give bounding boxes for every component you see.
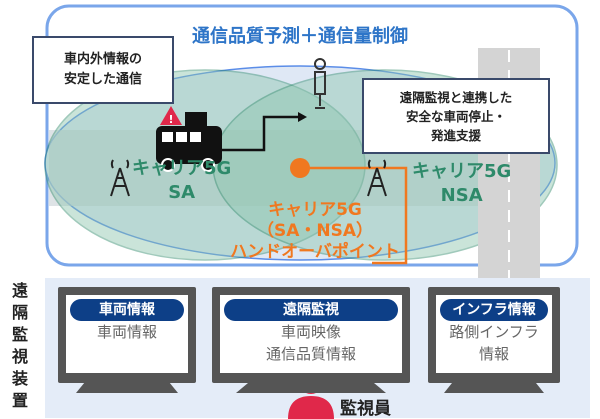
bus-icon: [156, 112, 222, 172]
arrow-head-icon: [298, 112, 307, 122]
carrier-sa-label: キャリア5G SA: [132, 157, 231, 205]
carrier-nsa-label: キャリア5G NSA: [412, 160, 511, 208]
warning-icon: !: [160, 106, 182, 126]
monitor-header: 車両情報: [70, 299, 184, 321]
handover-label: キャリア5G （SA・NSA） ハンドオーバポイント: [220, 200, 410, 263]
callout-line: 車内外情報の: [63, 52, 142, 67]
monitor-line: 路側インフラ: [449, 323, 539, 341]
antenna-tower-icon: [367, 159, 387, 197]
monitor-header: インフラ情報: [440, 299, 548, 321]
monitor-line: 車両映像: [280, 323, 341, 341]
carrier-type: NSA: [440, 185, 483, 206]
monitor-header: 遠隔監視: [224, 299, 398, 321]
device-label: 遠隔監視装置: [11, 281, 28, 410]
carrier-name: キャリア5G: [412, 161, 512, 182]
callout-line: 安定した通信: [63, 72, 142, 87]
monitor-infra-info: インフラ情報 路側インフラ 情報: [428, 287, 560, 383]
handover-types: （SA・NSA）: [256, 221, 374, 241]
monitor-remote: 遠隔監視 車両映像 通信品質情報: [212, 287, 410, 383]
handover-text: ハンドオーバポイント: [230, 242, 400, 262]
data-arrow: [220, 115, 298, 152]
monitor-line: 情報: [478, 345, 509, 363]
roadside-unit-icon: [314, 58, 326, 109]
antenna-tower-icon: [110, 159, 130, 197]
diagram-title: 通信品質予測＋通信量制御: [192, 26, 408, 47]
carrier-name: キャリア5G: [132, 158, 232, 179]
callout-line: 発進支援: [430, 127, 481, 143]
svg-text:!: !: [168, 113, 173, 126]
carrier-type: SA: [168, 182, 196, 203]
handover-point: [290, 158, 310, 178]
callout-stop-start-support: 遠隔監視と連携した 安全な車両停止・ 発進支援: [362, 78, 550, 154]
monitor-line: 車両情報: [96, 323, 157, 341]
callout-line: 遠隔監視と連携した: [399, 89, 513, 105]
callout-line: 安全な車両停止・: [405, 108, 506, 124]
operator-label: 監視員: [340, 399, 391, 419]
handover-line: [302, 166, 408, 265]
monitor-line: 通信品質情報: [265, 345, 356, 363]
monitor-vehicle-info: 車両情報 車両情報: [58, 287, 196, 383]
callout-stable-comm: 車内外情報の 安定した通信: [32, 36, 174, 104]
handover-carrier: キャリア5G: [268, 200, 362, 220]
